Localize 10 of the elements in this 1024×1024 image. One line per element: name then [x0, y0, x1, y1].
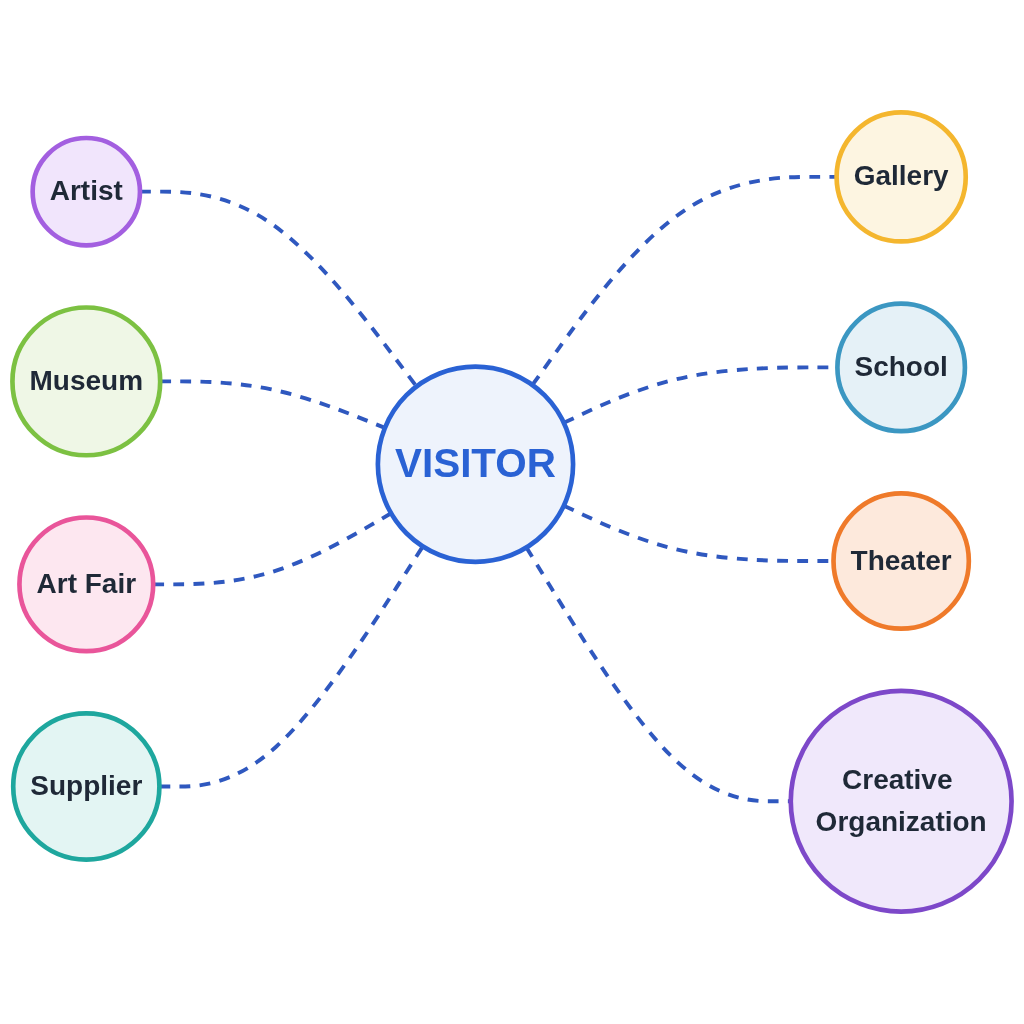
node-circle: School: [835, 301, 968, 434]
node-circle: Gallery: [834, 110, 969, 244]
node-circle: Creative Organization: [788, 688, 1014, 914]
node-circle: Theater: [831, 491, 972, 632]
connector: [153, 511, 393, 587]
node-circle: Art Fair: [17, 515, 156, 654]
node-circle: Artist: [30, 135, 143, 248]
node-circle: VISITOR: [375, 364, 576, 565]
node-circle: Supplier: [10, 711, 162, 862]
node-circle: Museum: [10, 305, 163, 458]
